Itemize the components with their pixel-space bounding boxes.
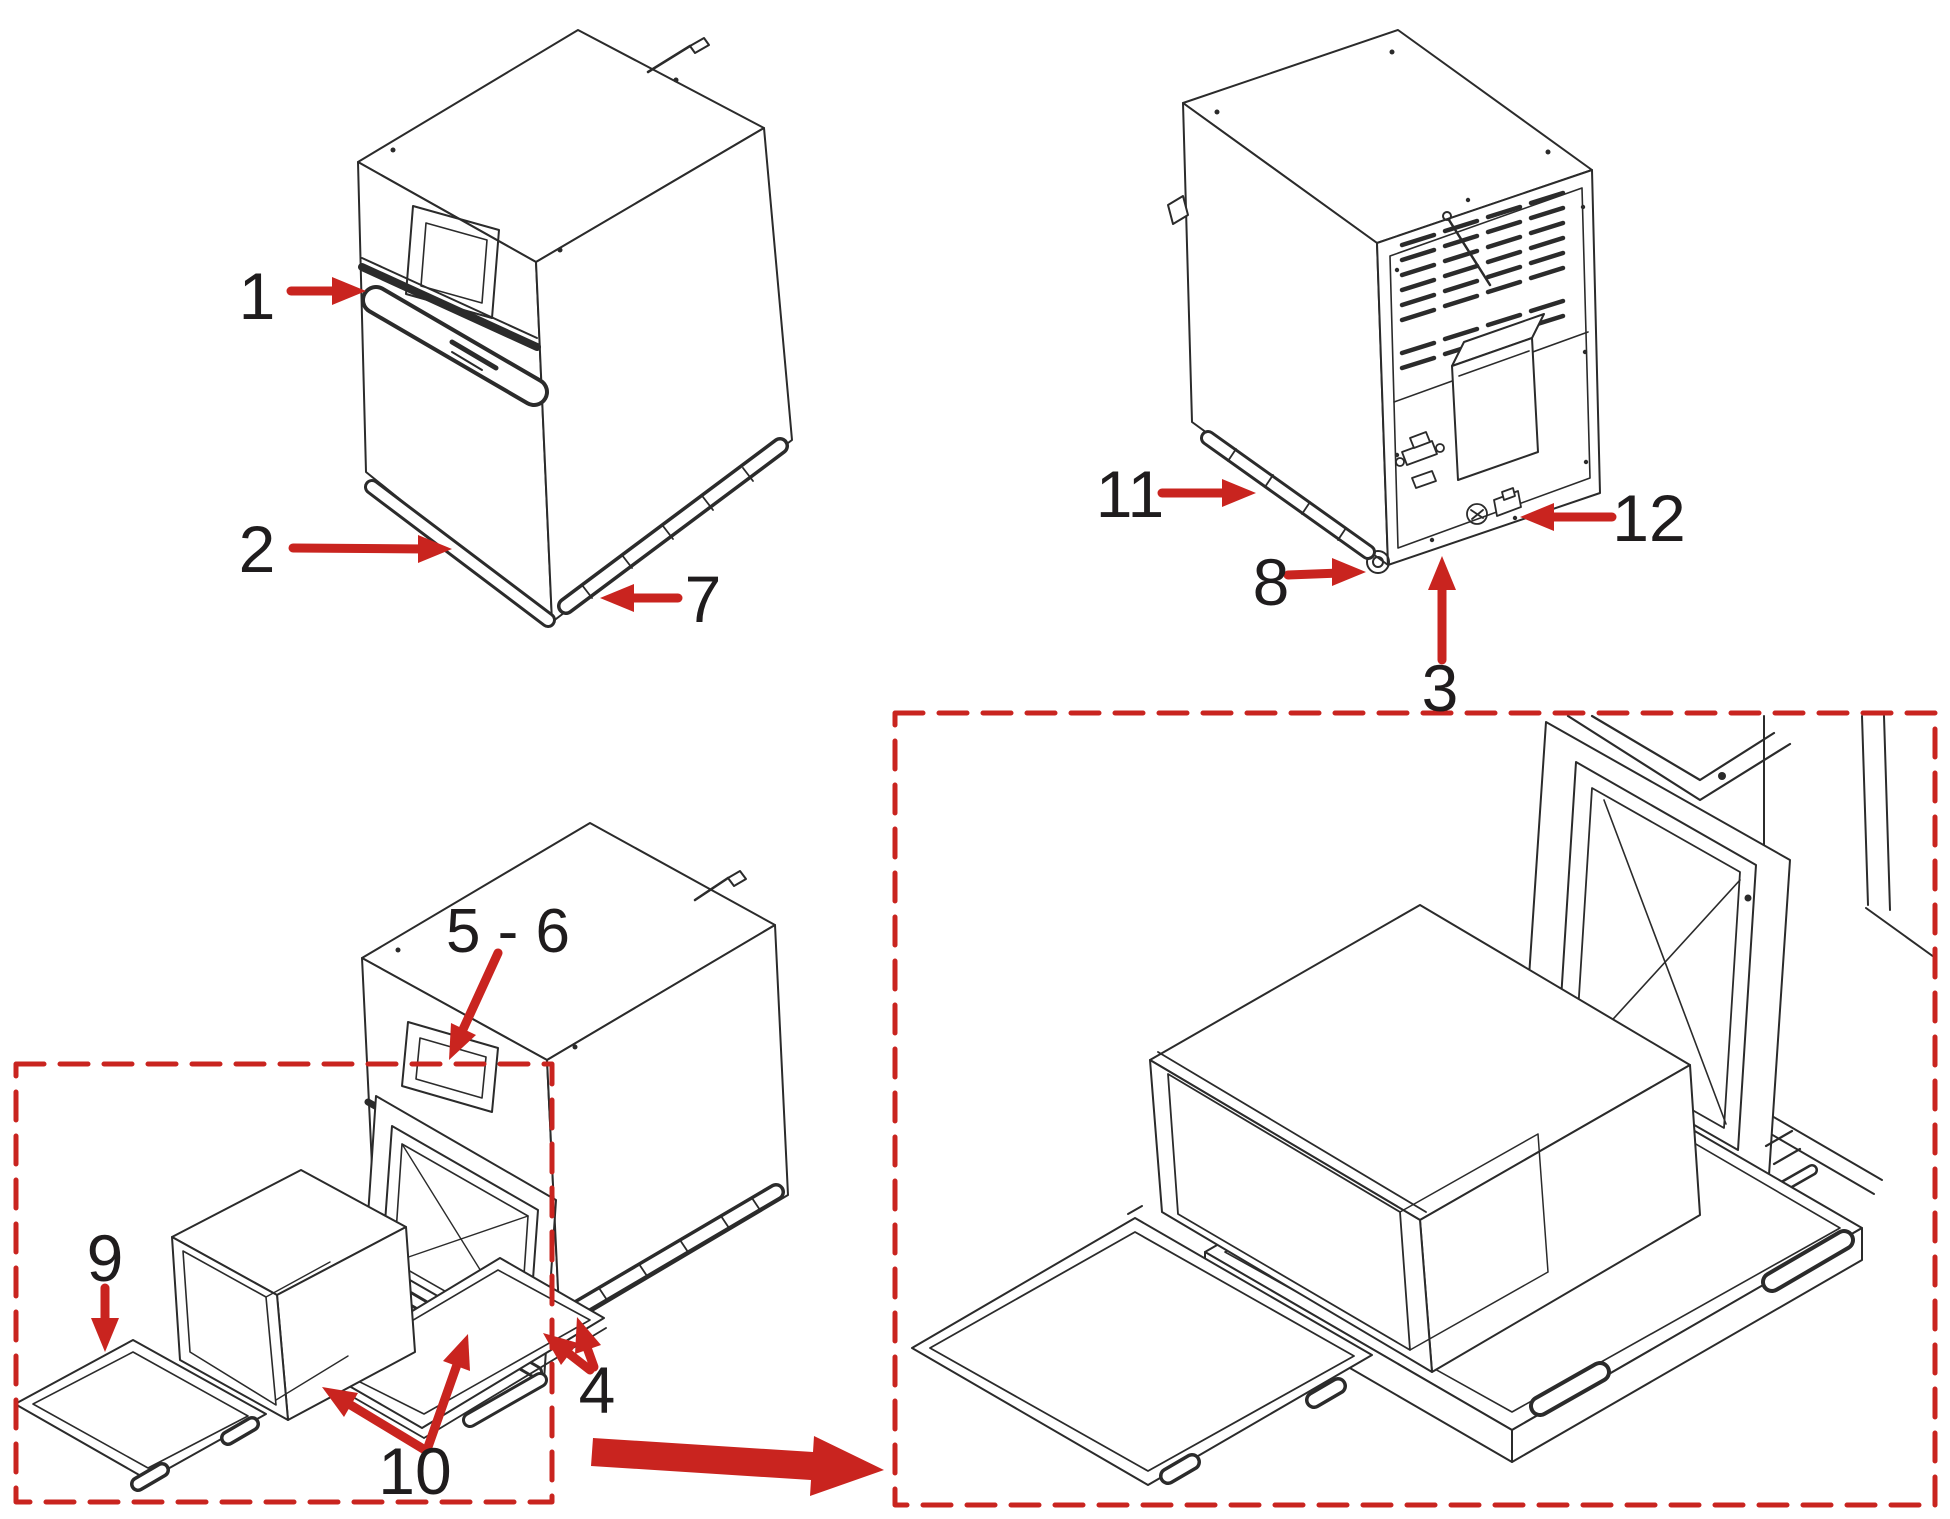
callout-arrow-10a [322, 1387, 430, 1455]
rear-fitting [1395, 431, 1445, 489]
rear-connector [1466, 487, 1522, 525]
callout-label-7: 7 [684, 562, 722, 636]
rear-vent-grid [1399, 190, 1566, 371]
door-open-view-drawing [14, 822, 789, 1492]
callout-arrow-9 [91, 1283, 119, 1352]
callout-label-5-6: 5 - 6 [445, 897, 571, 966]
front-view-drawing [357, 29, 793, 628]
callout-label-8: 8 [1252, 545, 1290, 619]
callout-arrow-8 [1283, 558, 1366, 586]
callout-label-12: 12 [1612, 481, 1686, 555]
shelf-rack [14, 1339, 267, 1492]
detail-zoom-arrow [591, 1436, 884, 1496]
callout-arrow-5-6 [449, 948, 503, 1060]
callout-arrow-1 [286, 277, 366, 305]
rear-view-drawing [1167, 29, 1601, 574]
callout-label-11: 11 [1095, 457, 1165, 531]
callout-arrow-4b [575, 1317, 601, 1372]
callout-arrow-11 [1157, 479, 1256, 507]
callout-label-10: 10 [378, 1434, 452, 1508]
callout-label-9: 9 [86, 1221, 124, 1295]
detail-source-frame [13, 1061, 555, 1505]
detail-shelf-rack [911, 1205, 1373, 1486]
detail-target-frame [892, 710, 1938, 1508]
callout-arrow-7 [600, 584, 683, 612]
callout-label-3: 3 [1421, 651, 1459, 725]
callout-arrow-4a [543, 1333, 595, 1375]
rear-screws [1394, 197, 1589, 543]
callout-arrow-3 [1428, 556, 1456, 665]
detail-cavity-box [1149, 904, 1701, 1373]
callout-arrow-12 [1520, 503, 1617, 531]
cavity-liner-box [171, 1169, 416, 1421]
detail-view-drawing [911, 714, 1935, 1486]
callout-label-2: 2 [238, 512, 276, 586]
callout-arrows [91, 277, 1617, 1455]
callout-label-4: 4 [578, 1353, 616, 1427]
callout-label-1: 1 [238, 259, 276, 333]
callout-arrow-2 [288, 535, 452, 563]
callout-arrow-10b [423, 1334, 470, 1452]
